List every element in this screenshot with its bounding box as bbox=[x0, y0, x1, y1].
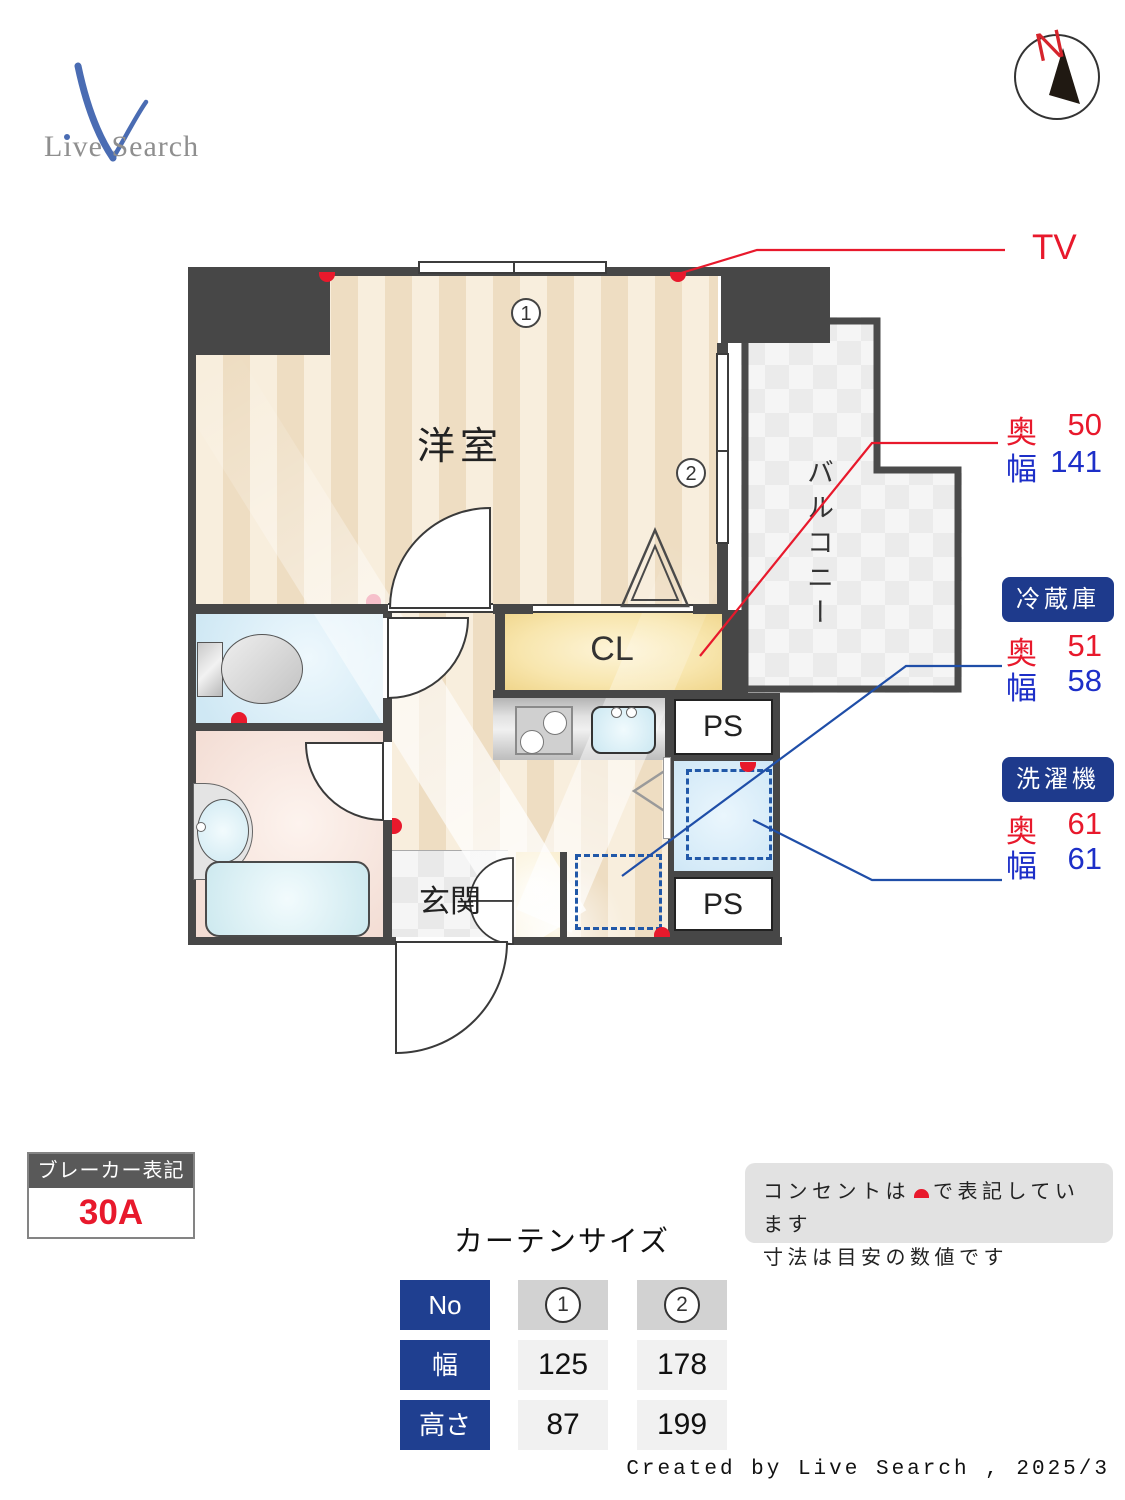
curtain-width-2: 178 bbox=[637, 1340, 727, 1390]
depth-label: 奥 bbox=[1006, 636, 1037, 671]
wall-cl-bottom bbox=[493, 690, 722, 698]
breaker-box: ブレーカー表記 30A bbox=[27, 1152, 195, 1239]
fridge-badge: 冷蔵庫 bbox=[1002, 577, 1114, 622]
curtain-table-title: カーテンサイズ bbox=[453, 1226, 671, 1258]
width-label: 幅 bbox=[1006, 452, 1037, 487]
closet-opening-sill bbox=[533, 604, 693, 613]
curtain-row-width: 幅 bbox=[400, 1340, 490, 1390]
breaker-title: ブレーカー表記 bbox=[29, 1154, 193, 1188]
entrance-lamp-area bbox=[516, 852, 560, 937]
front-door-gap bbox=[396, 937, 507, 945]
curtain-height-2: 199 bbox=[637, 1400, 727, 1450]
curtain-col-2: 2 bbox=[637, 1280, 727, 1330]
washbasin-faucet bbox=[196, 822, 206, 832]
ps2-label: PS bbox=[702, 888, 744, 921]
logo-i-dot bbox=[64, 134, 70, 140]
curtain-height-1: 87 bbox=[518, 1400, 608, 1450]
bathtub bbox=[205, 861, 370, 937]
compass-needle-icon bbox=[1049, 48, 1080, 104]
curtain-marker-1: 1 bbox=[511, 298, 541, 328]
kitchen-door-leaf bbox=[663, 757, 671, 839]
legend-line-1: コンセントはで表記しています bbox=[763, 1181, 1080, 1236]
wall-bottom-right bbox=[507, 937, 782, 945]
wall-cl-balcony bbox=[722, 610, 748, 693]
toilet-bowl bbox=[221, 634, 303, 704]
outlet-legend-icon bbox=[914, 1189, 929, 1198]
fridge-dashed-outline bbox=[575, 854, 662, 930]
depth-value: 50 bbox=[1067, 407, 1102, 442]
curtain-col-no: No bbox=[400, 1280, 490, 1330]
balcony-label: バルコニー bbox=[803, 458, 833, 633]
wall-block-topright bbox=[721, 267, 830, 343]
tv-label: TV bbox=[1032, 228, 1077, 267]
outlet-icon-top-left bbox=[319, 272, 335, 282]
fridge-width-row: 幅 58 bbox=[1006, 663, 1102, 708]
circled-2: 2 bbox=[664, 1287, 700, 1323]
width-label: 幅 bbox=[1006, 849, 1037, 884]
legend-line-2: 寸法は目安の数値です bbox=[763, 1247, 1008, 1269]
ps1-label: PS bbox=[702, 710, 744, 743]
window-depth-row: 奥 50 bbox=[1006, 407, 1102, 452]
wall-entry-right bbox=[560, 852, 567, 937]
depth-value: 61 bbox=[1067, 806, 1102, 841]
logo: Live Search bbox=[0, 0, 260, 190]
compass-north-label: N bbox=[1031, 21, 1069, 71]
washer-dashed-outline bbox=[686, 769, 772, 860]
balcony-floor bbox=[741, 317, 962, 693]
front-door bbox=[395, 941, 509, 1055]
curtain-width-1: 125 bbox=[518, 1340, 608, 1390]
wall-bottom-left bbox=[188, 937, 396, 945]
wall-kitchen-right bbox=[665, 697, 672, 761]
washer-width-row: 幅 61 bbox=[1006, 841, 1102, 886]
depth-label: 奥 bbox=[1006, 415, 1037, 450]
width-value: 141 bbox=[1050, 444, 1102, 479]
circled-1: 1 bbox=[545, 1287, 581, 1323]
credit-text: Created by Live Search , 2025/3 bbox=[626, 1458, 1110, 1481]
toilet-tank bbox=[197, 642, 223, 697]
outlet-icon-toilet bbox=[231, 712, 247, 723]
depth-value: 51 bbox=[1067, 628, 1102, 663]
main-door-sill bbox=[388, 603, 493, 613]
outlet-icon-faded bbox=[366, 594, 381, 604]
washer-depth-row: 奥 61 bbox=[1006, 806, 1102, 851]
wall-cl-left bbox=[495, 610, 505, 698]
compass: N bbox=[1014, 21, 1100, 120]
fridge-depth-row: 奥 51 bbox=[1006, 628, 1102, 673]
wall-hall-vert-2 bbox=[383, 698, 392, 742]
window-width-row: 幅 141 bbox=[1006, 444, 1102, 489]
wall-mid-c bbox=[693, 604, 722, 614]
logo-check-icon bbox=[74, 62, 149, 162]
window-balcony bbox=[716, 353, 729, 544]
depth-label: 奥 bbox=[1006, 814, 1037, 849]
entrance-label: 玄関 bbox=[419, 884, 481, 919]
washbasin-bowl bbox=[197, 799, 249, 863]
wall-hall-vert-3 bbox=[383, 820, 392, 937]
stove bbox=[515, 706, 573, 755]
curtain-col-1: 1 bbox=[518, 1280, 608, 1330]
window-top bbox=[418, 261, 607, 274]
washer-badge: 洗濯機 bbox=[1002, 757, 1114, 802]
kitchen-sink bbox=[591, 706, 656, 754]
outlet-icon-fridge bbox=[654, 927, 670, 937]
breaker-value: 30A bbox=[78, 1193, 144, 1232]
wall-block-topleft bbox=[190, 267, 330, 355]
closet-label: CL bbox=[590, 630, 634, 668]
curtain-row-height: 高さ bbox=[400, 1400, 490, 1450]
main-room-label: 洋室 bbox=[416, 426, 503, 468]
width-value: 61 bbox=[1067, 841, 1102, 876]
outlet-icon-tv bbox=[670, 272, 686, 282]
width-label: 幅 bbox=[1006, 671, 1037, 706]
width-value: 58 bbox=[1067, 663, 1102, 698]
curtain-marker-2: 2 bbox=[676, 458, 706, 488]
wall-toilet-divider bbox=[188, 723, 392, 731]
legend-note: コンセントはで表記しています 寸法は目安の数値です bbox=[745, 1163, 1113, 1269]
wall-mid-a bbox=[188, 604, 388, 614]
